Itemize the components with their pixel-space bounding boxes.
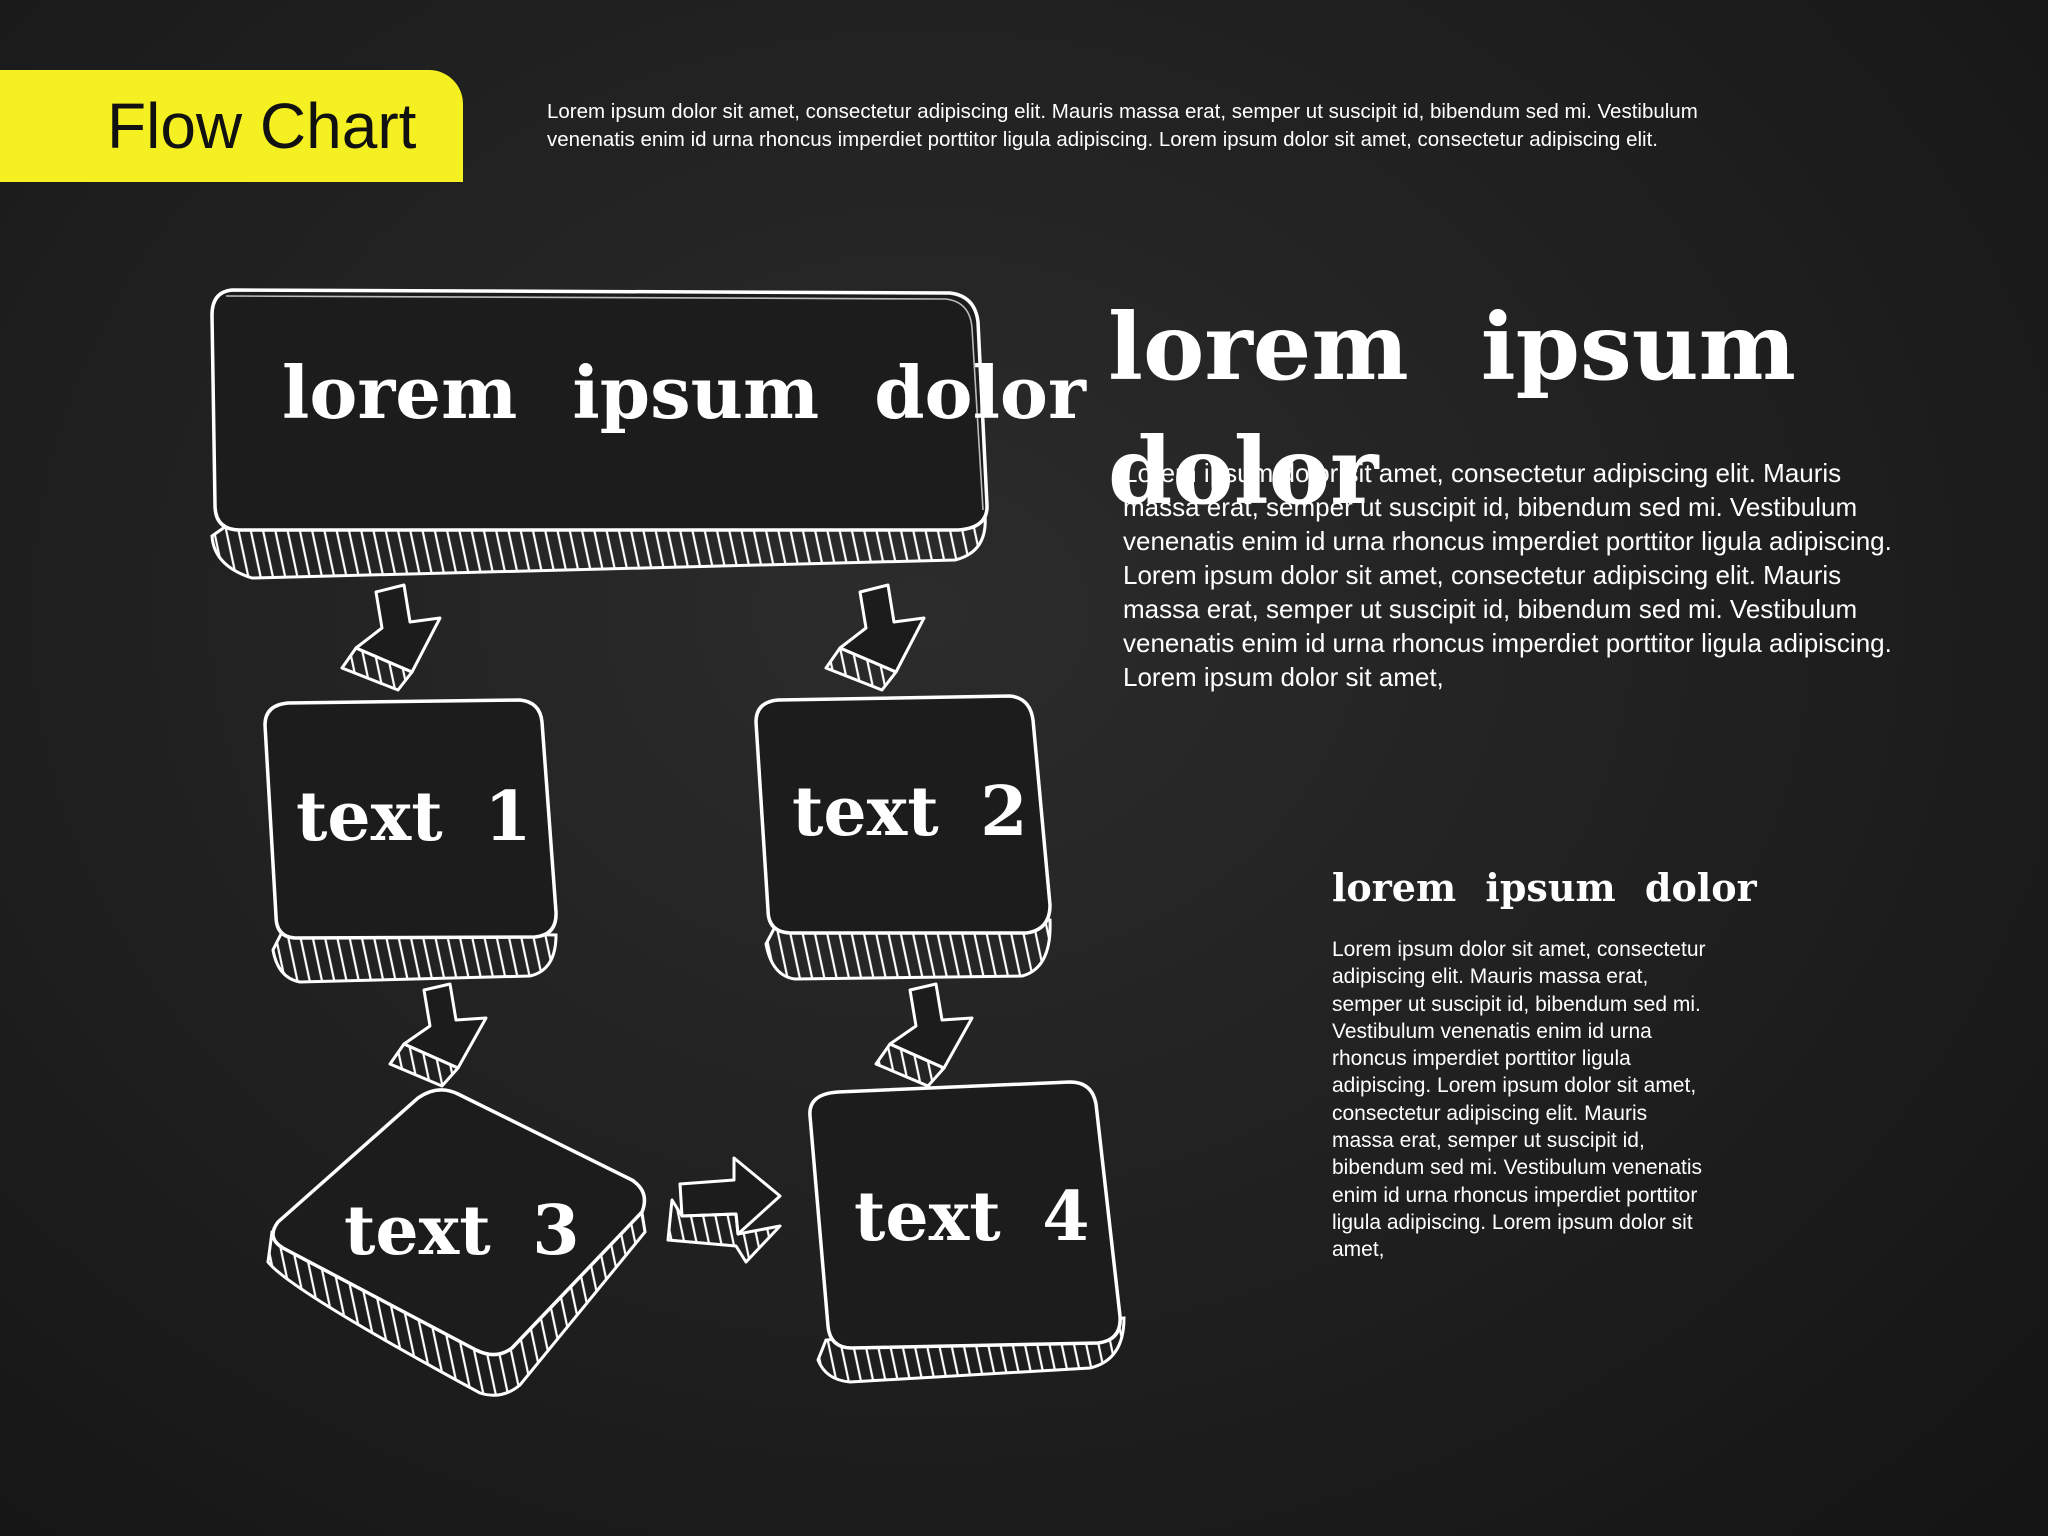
box-4: text 4 (808, 1080, 1126, 1384)
arrow-box2-to-box4-icon (874, 982, 974, 1088)
top-box: lorem ipsum dolor (210, 288, 1087, 580)
side-secondary-body: Lorem ipsum dolor sit amet, consectetur … (1332, 938, 1706, 1262)
box-3-label: text 3 (344, 1191, 580, 1271)
box-4-label: text 4 (854, 1177, 1090, 1257)
page-title: Flow Chart (107, 90, 417, 162)
side-main-heading: lorem ipsum dolor (1108, 293, 1796, 525)
box-1: text 1 (263, 698, 558, 984)
arrow-box3-to-box4-icon (666, 1156, 782, 1264)
box-1-label: text 1 (296, 777, 532, 857)
arrow-box1-to-box3-icon (388, 982, 488, 1088)
box-3: text 3 (266, 1088, 647, 1397)
side-secondary-heading: lorem ipsum dolor (1332, 865, 1757, 910)
box-2-label: text 2 (792, 772, 1028, 852)
title-tab (0, 70, 463, 182)
arrow-top-to-box1-icon (340, 583, 442, 692)
top-box-label: lorem ipsum dolor (282, 350, 1087, 435)
intro-text: Lorem ipsum dolor sit amet, consectetur … (547, 100, 1698, 151)
side-main-body: Lorem ipsum dolor sit amet, consectetur … (1123, 458, 1892, 692)
box-2: text 2 (754, 694, 1052, 981)
arrow-top-to-box2-icon (824, 583, 926, 692)
